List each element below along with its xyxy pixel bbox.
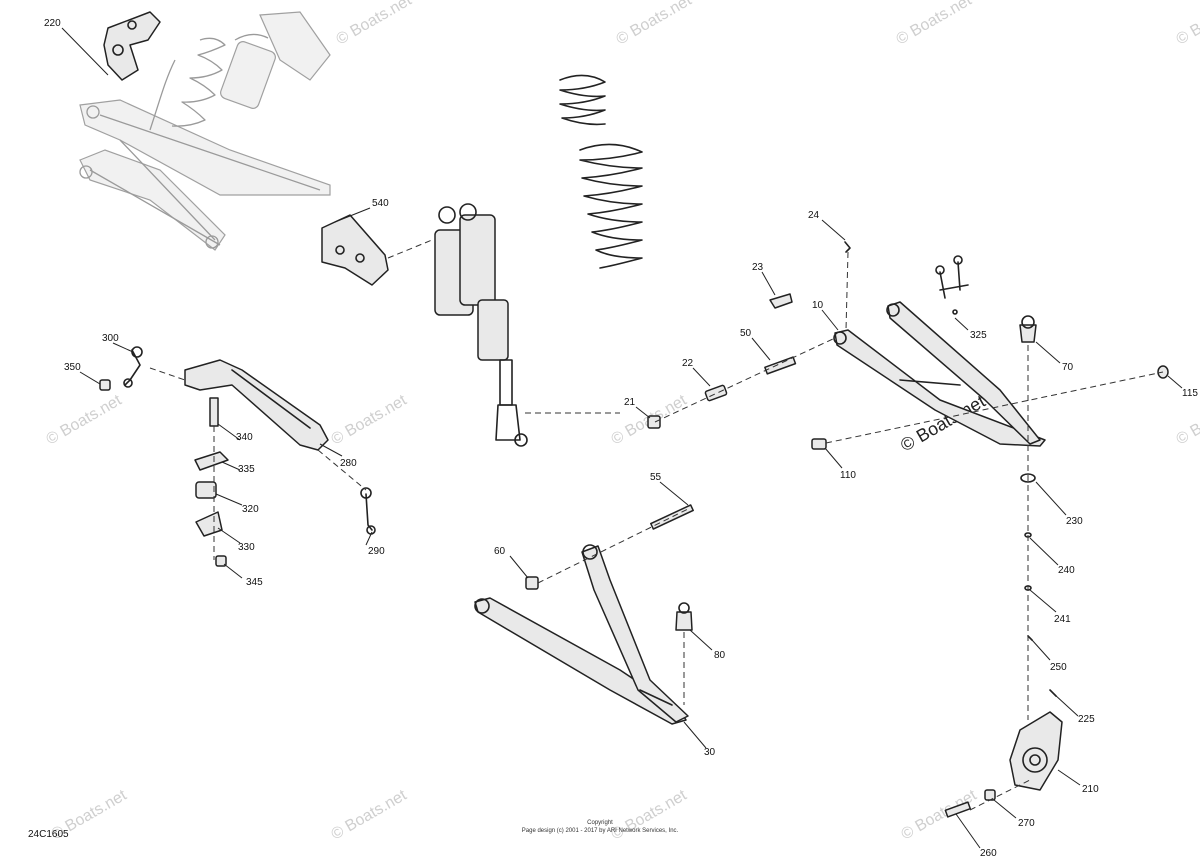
part-335-clamp (194, 451, 229, 471)
callout-220: 220 (44, 18, 61, 29)
assembly-lines (149, 239, 1164, 811)
part-320-bushing (195, 481, 217, 499)
part-70-ball-joint (1019, 315, 1037, 343)
part-80-ball-joint (675, 602, 693, 631)
watermark: © Boats.net (329, 787, 411, 844)
callout-270: 270 (1018, 818, 1035, 829)
callout-60: 60 (494, 546, 506, 557)
diagram-id-code: 24C1605 (28, 829, 69, 840)
watermark: © Boats.net (614, 0, 696, 48)
part-110-bolt (811, 438, 827, 450)
part-330-bracket (195, 511, 223, 537)
spring-small (559, 74, 606, 126)
part-300-link (123, 346, 143, 388)
watermark: © Boats.net (1174, 392, 1200, 449)
callout-250: 250 (1050, 662, 1067, 673)
copyright-heading: Copyright (587, 820, 613, 826)
part-55-pin (650, 504, 694, 530)
callout-240: 240 (1058, 565, 1075, 576)
callout-241: 241 (1054, 614, 1071, 625)
leader-lines (61, 27, 1183, 849)
callout-340: 340 (236, 432, 253, 443)
part-230-washer (1020, 473, 1036, 483)
part-24-grease-fitting (844, 241, 851, 253)
part-345-nut (215, 555, 227, 567)
callout-80: 80 (714, 650, 726, 661)
callout-335: 335 (238, 464, 255, 475)
part-60-nut (525, 576, 539, 590)
part-270-nut (984, 789, 996, 801)
callout-23: 23 (752, 262, 764, 273)
part-23-plate (769, 293, 793, 309)
callout-300: 300 (102, 333, 119, 344)
callout-50: 50 (740, 328, 752, 339)
spring-large (579, 143, 643, 269)
part-210-knuckle (1009, 711, 1063, 791)
part-340-bolt (209, 397, 219, 427)
watermark: © Boats.net (894, 0, 976, 48)
shock-absorber (434, 203, 528, 447)
part-30-lower-a-arm (474, 544, 689, 725)
watermark: © Boats.net (334, 0, 416, 48)
callout-24: 24 (808, 210, 820, 221)
callout-115: 115 (1182, 388, 1198, 399)
part-540-bracket (321, 214, 389, 286)
callout-labels: 220 540 24 23 10 325 70 115 50 22 21 110… (44, 18, 1198, 859)
part-22-sleeve (704, 384, 728, 402)
callout-10: 10 (812, 300, 824, 311)
watermark: © Boats.net (1174, 0, 1200, 48)
callout-320: 320 (242, 504, 259, 515)
callout-30: 30 (704, 747, 716, 758)
callout-350: 350 (64, 362, 81, 373)
part-10-upper-a-arm (833, 301, 1046, 447)
part-260-bolt (944, 801, 972, 818)
callout-280: 280 (340, 458, 357, 469)
callout-225: 225 (1078, 714, 1095, 725)
callout-290: 290 (368, 546, 385, 557)
reference-assembly-drawing (79, 11, 331, 251)
callout-55: 55 (650, 472, 662, 483)
callout-330: 330 (238, 542, 255, 553)
callout-70: 70 (1062, 362, 1074, 373)
callout-325: 325 (970, 330, 987, 341)
copyright-notice: Copyright Page design (c) 2001 - 2017 by… (505, 819, 695, 835)
part-sway-bar (184, 359, 329, 451)
copyright-text: Page design (c) 2001 - 2017 by ARI Netwo… (521, 828, 679, 834)
watermark: © Boats.net (899, 787, 981, 844)
callout-345: 345 (246, 577, 263, 588)
callout-21: 21 (624, 397, 636, 408)
part-250-cotter-pin (1027, 635, 1033, 641)
callout-22: 22 (682, 358, 694, 369)
part-220-knuckle (103, 11, 161, 81)
callout-260: 260 (980, 848, 997, 859)
part-290-link (360, 487, 376, 535)
callout-540: 540 (372, 198, 389, 209)
callout-210: 210 (1082, 784, 1099, 795)
callout-230: 230 (1066, 516, 1083, 527)
part-21-nut (647, 415, 661, 429)
part-325-bolts (935, 255, 969, 315)
watermark: © Boats.net (44, 392, 126, 449)
part-350-nut (99, 379, 111, 391)
callout-110: 110 (840, 470, 856, 481)
watermark: © Boats.net (329, 392, 411, 449)
